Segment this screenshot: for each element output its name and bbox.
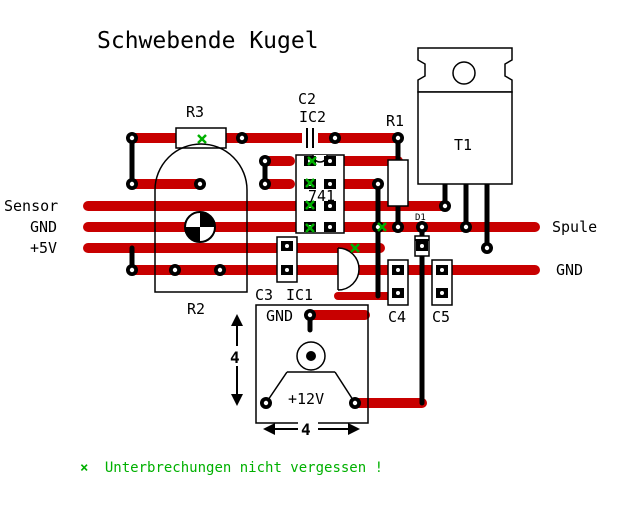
t1-mounting-hole <box>452 61 476 85</box>
transistor-t1: T1 <box>417 47 513 185</box>
pad-hole <box>129 267 135 273</box>
power-connector-block: GND +12V 4 4 <box>228 304 369 439</box>
interruption-marker <box>305 178 315 188</box>
pad-hole <box>239 135 245 141</box>
pad-hole <box>419 224 425 230</box>
label-block-gnd: GND <box>266 307 293 325</box>
label-r1: R1 <box>386 112 404 130</box>
ic1-regulator: IC1 <box>286 247 360 304</box>
pad-hole <box>129 135 135 141</box>
interruption-marker <box>377 222 387 232</box>
label-d1: D1 <box>415 213 426 223</box>
diagram-title: Schwebende Kugel <box>97 28 319 54</box>
resistor-r1: R1 <box>386 112 409 207</box>
potentiometer-r2: R2 <box>154 143 248 318</box>
pad-hole <box>129 181 135 187</box>
ic2-dip8: 741 <box>295 154 345 234</box>
label-gnd-right: GND <box>556 261 583 279</box>
footer-note: × Unterbrechungen nicht vergessen ! <box>80 460 383 476</box>
label-r2: R2 <box>187 300 205 318</box>
pad-hole <box>285 268 289 272</box>
pad-hole <box>328 182 332 186</box>
label-c5: C5 <box>432 308 450 326</box>
pad-hole <box>263 400 269 406</box>
pad-hole <box>217 267 223 273</box>
label-741: 741 <box>308 187 335 205</box>
label-spule: Spule <box>552 218 597 236</box>
label-c4: C4 <box>388 308 406 326</box>
pad-hole <box>328 159 332 163</box>
pad-hole <box>463 224 469 230</box>
capacitor-c2: C2 IC2 <box>298 90 326 150</box>
pad-hole <box>285 244 289 248</box>
pad-hole <box>395 224 401 230</box>
pad-hole <box>375 181 381 187</box>
pad-hole <box>328 225 332 229</box>
pad-hole <box>484 245 490 251</box>
label-sensor: Sensor <box>4 197 58 215</box>
label-plus5v: +5V <box>30 239 57 257</box>
pad-hole <box>307 312 313 318</box>
interruption-marker <box>305 200 315 210</box>
pad-hole <box>440 268 444 272</box>
pad-hole <box>420 244 424 248</box>
label-gnd-left: GND <box>30 218 57 236</box>
footer-marker: × <box>80 460 88 476</box>
interruption-marker <box>197 134 207 144</box>
label-ic2: IC2 <box>299 108 326 126</box>
pad-hole <box>332 135 338 141</box>
pad-hole <box>442 203 448 209</box>
dimension-height: 4 <box>230 348 240 367</box>
pad-hole <box>172 267 178 273</box>
interruption-markers <box>197 134 387 253</box>
interruption-marker <box>350 243 360 253</box>
pad-hole <box>396 268 400 272</box>
pad-hole <box>328 204 332 208</box>
interruption-marker <box>307 156 317 166</box>
label-r3: R3 <box>186 103 204 121</box>
dimension-width: 4 <box>301 420 311 439</box>
label-c3: C3 <box>255 286 273 304</box>
pad-hole <box>262 181 268 187</box>
pad-hole <box>352 400 358 406</box>
pad-hole <box>395 135 401 141</box>
label-c2: C2 <box>298 90 316 108</box>
label-block-12v: +12V <box>288 390 324 408</box>
label-t1: T1 <box>454 136 472 154</box>
footer-text: Unterbrechungen nicht vergessen ! <box>105 460 383 476</box>
interruption-marker <box>305 223 315 233</box>
pad-hole <box>396 291 400 295</box>
label-ic1: IC1 <box>286 286 313 304</box>
pad-hole <box>262 158 268 164</box>
pad-hole <box>440 291 444 295</box>
solder-pads <box>126 132 493 409</box>
pad-hole <box>375 224 381 230</box>
pad-hole <box>197 181 203 187</box>
